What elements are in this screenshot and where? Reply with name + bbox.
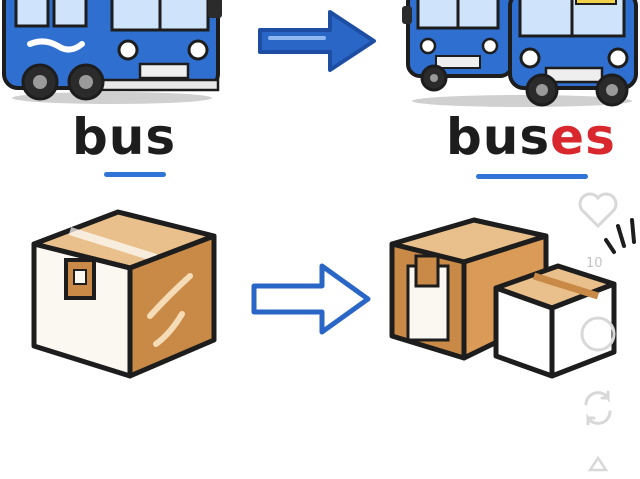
sparkle-icon bbox=[604, 218, 636, 254]
heart-icon[interactable] bbox=[576, 190, 620, 230]
singular-word-text: bus bbox=[72, 108, 177, 166]
plural-underline bbox=[476, 174, 588, 179]
plural-word-suffix: es bbox=[550, 108, 616, 166]
two-boxes-icon bbox=[389, 217, 617, 379]
arrow-right-filled-icon bbox=[258, 10, 376, 72]
bus-icon bbox=[2, 0, 222, 104]
singular-word: bus bbox=[72, 108, 176, 166]
arrow-right-outline-icon bbox=[251, 263, 371, 335]
comment-icon[interactable] bbox=[576, 312, 620, 356]
like-count: 10 bbox=[586, 256, 603, 271]
singular-underline bbox=[104, 172, 166, 177]
cardboard-box-icon bbox=[31, 209, 217, 379]
plural-word-stem: bus bbox=[446, 108, 551, 166]
share-icon[interactable] bbox=[586, 452, 610, 476]
side-action-rail: 10 bbox=[570, 190, 630, 479]
plural-word: buses bbox=[446, 108, 616, 166]
repost-icon[interactable] bbox=[578, 386, 618, 430]
two-buses-icon bbox=[402, 0, 638, 107]
